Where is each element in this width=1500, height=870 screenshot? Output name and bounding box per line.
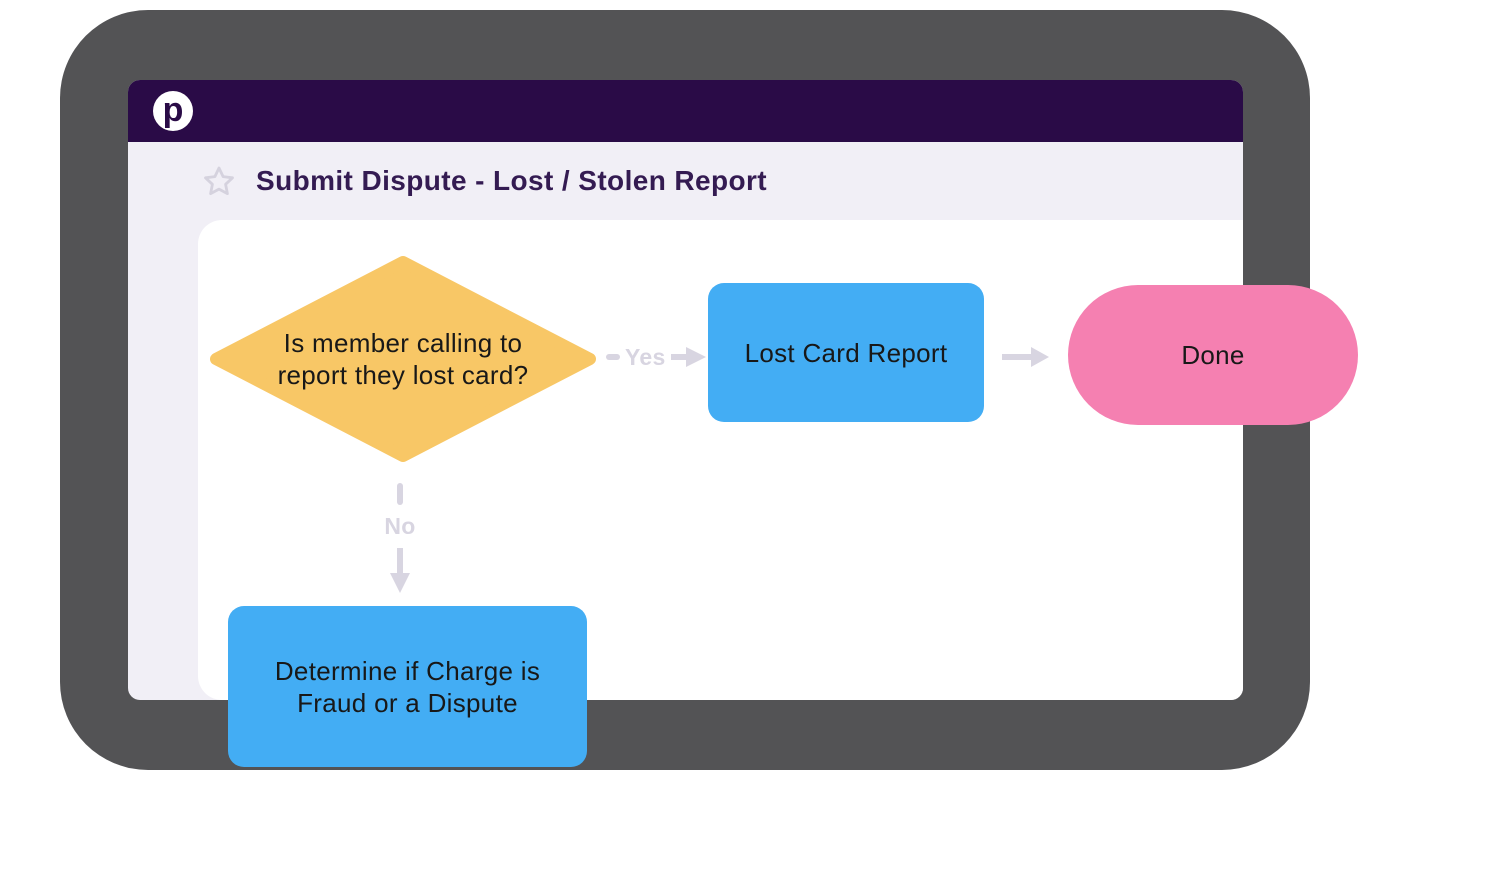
connector-no: No — [374, 483, 426, 594]
brand-logo-letter: p — [162, 91, 184, 129]
node-determine-charge[interactable]: Determine if Charge is Fraud or a Disput… — [228, 606, 587, 767]
yes-label: Yes — [625, 343, 666, 370]
title-bar: Submit Dispute - Lost / Stolen Report — [128, 142, 1243, 220]
decision-label: Is member calling to report they lost ca… — [209, 255, 597, 463]
determine-label-line1: Determine if Charge is — [274, 655, 541, 686]
brand-logo[interactable]: p — [153, 91, 193, 131]
app-header-bar: p — [128, 80, 1243, 142]
node-decision[interactable]: Is member calling to report they lost ca… — [209, 255, 597, 463]
favorite-star-icon[interactable] — [202, 164, 236, 198]
decision-label-line2: report they lost card? — [277, 360, 529, 390]
connector-dash — [606, 354, 620, 360]
done-label: Done — [1181, 340, 1245, 370]
connector-yes: Yes — [606, 343, 707, 371]
decision-label-line1: Is member calling to — [283, 328, 523, 358]
arrow-right-icon — [1002, 347, 1049, 367]
lost-card-report-label: Lost Card Report — [744, 337, 948, 368]
arrow-right-icon — [670, 347, 706, 367]
node-done[interactable]: Done — [1068, 285, 1358, 425]
no-label: No — [384, 513, 416, 539]
star-icon — [204, 166, 234, 195]
node-lost-card-report[interactable]: Lost Card Report — [708, 283, 984, 422]
determine-label-line2: Fraud or a Dispute — [297, 687, 518, 718]
arrow-down-icon — [390, 548, 410, 593]
page-title: Submit Dispute - Lost / Stolen Report — [256, 165, 768, 196]
connector-dash — [397, 483, 403, 505]
decision-diamond-shape — [210, 256, 596, 462]
